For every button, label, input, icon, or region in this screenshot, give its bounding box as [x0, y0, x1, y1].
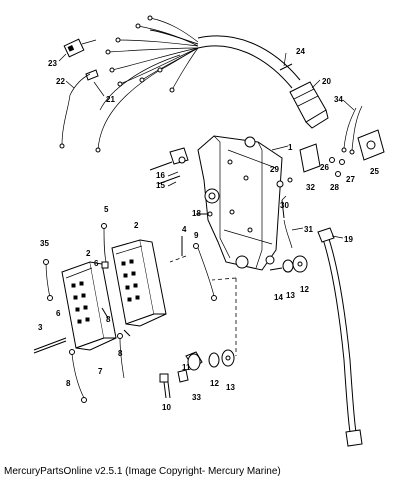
callout-10: 10 — [162, 403, 171, 412]
wiring-harness — [95, 15, 301, 153]
callout-1: 1 — [288, 143, 293, 152]
callout-26: 26 — [320, 163, 329, 172]
callout-7: 7 — [98, 367, 103, 376]
callout-9: 9 — [194, 231, 199, 240]
callout-3: 3 — [38, 323, 43, 332]
callout-34: 34 — [334, 95, 343, 104]
parts-diagram: 1 2 2 3 4 5 6 6 7 8 8 8 9 10 11 12 12 13… — [33, 15, 385, 447]
callout-23: 23 — [48, 59, 57, 68]
hardware-lower — [159, 349, 235, 399]
harness-clip — [279, 63, 293, 71]
leader-lines — [58, 52, 355, 239]
lead-wire-9 — [193, 243, 217, 301]
switch-box-left — [61, 261, 117, 351]
callout-29: 29 — [270, 165, 279, 174]
callout-22: 22 — [56, 77, 65, 86]
lead-wire-7 — [69, 333, 125, 403]
screw-3 — [33, 337, 67, 354]
callout-8: 8 — [118, 349, 123, 358]
bracket-32 — [299, 143, 345, 177]
callout-19: 19 — [344, 235, 353, 244]
callout-21: 21 — [106, 95, 115, 104]
callout-20: 20 — [322, 77, 331, 86]
callout-32: 32 — [306, 183, 315, 192]
battery-cable-19 — [317, 227, 363, 447]
copyright-caption: MercuryPartsOnline v2.5.1 (Image Copyrig… — [4, 466, 281, 477]
connector-23 — [63, 38, 97, 58]
callout-24: 24 — [296, 47, 305, 56]
callout-14: 14 — [274, 293, 283, 302]
callout-12: 12 — [300, 285, 309, 294]
callout-labels: 1 2 2 3 4 5 6 6 7 8 8 8 9 10 11 12 12 13… — [38, 47, 379, 412]
lead-wire-35 — [43, 259, 53, 301]
callout-4: 4 — [182, 225, 187, 234]
callout-25: 25 — [370, 167, 379, 176]
callout-11: 11 — [182, 363, 191, 372]
callout-2: 2 — [86, 249, 91, 258]
callout-28: 28 — [330, 183, 339, 192]
callout-30: 30 — [280, 201, 289, 210]
callout-2: 2 — [134, 221, 139, 230]
callout-5: 5 — [104, 205, 109, 214]
guide-line — [211, 277, 237, 281]
callout-16: 16 — [156, 171, 165, 180]
callout-8: 8 — [66, 379, 71, 388]
callout-18: 18 — [192, 209, 201, 218]
callout-6: 6 — [56, 309, 61, 318]
callout-8: 8 — [106, 315, 111, 324]
callout-15: 15 — [156, 181, 165, 190]
callout-33: 33 — [192, 393, 201, 402]
mounting-plate — [197, 135, 283, 271]
switch-box-right — [111, 239, 167, 327]
callout-12: 12 — [210, 379, 219, 388]
callout-6: 6 — [94, 259, 99, 268]
switch-25 — [341, 105, 385, 161]
callout-13: 13 — [286, 291, 295, 300]
screw-6 — [123, 329, 131, 337]
screws-15-16 — [149, 147, 189, 185]
lead-wire-22 — [59, 69, 99, 149]
harness-plug — [289, 81, 329, 129]
callout-27: 27 — [346, 175, 355, 184]
screw-6 — [101, 307, 109, 319]
guide-line — [169, 255, 187, 263]
callout-35: 35 — [40, 239, 49, 248]
lead-wire-5 — [101, 223, 109, 269]
washers-12-13-14 — [269, 255, 308, 273]
callout-13: 13 — [226, 383, 235, 392]
callout-31: 31 — [304, 225, 313, 234]
screws-29-30 — [276, 177, 293, 249]
